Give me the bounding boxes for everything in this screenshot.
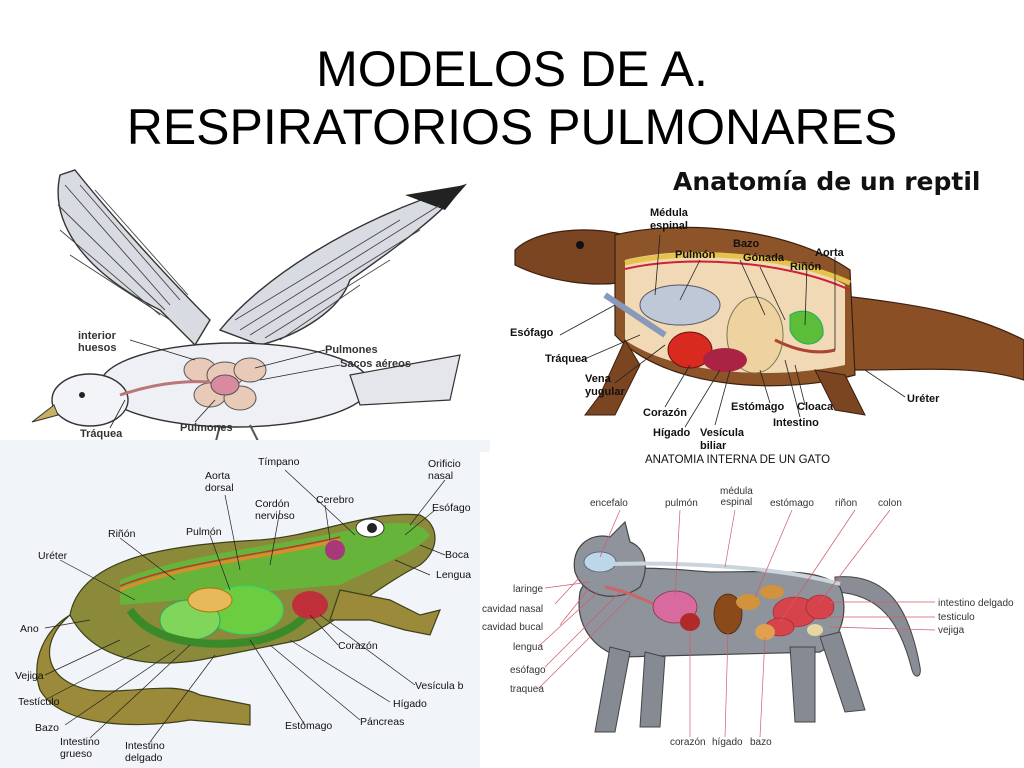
frog-label-cerebro: Cerebro [316, 494, 354, 506]
cat-label-intestino-delgado: intestino delgado [938, 598, 1014, 609]
reptile-kidney [789, 310, 824, 345]
reptile-label-gonada: Gónada [743, 252, 784, 264]
cat-label-cavidad-bucal: cavidad bucal [482, 622, 544, 633]
frog-label-vejiga: Vejiga [15, 670, 44, 682]
bird-diagram: interior huesos Pulmones Sacos aéreos Tr… [20, 160, 490, 445]
frog-label-corazon: Corazón [338, 640, 378, 652]
bird-left-wing [57, 169, 211, 347]
cat-label-colon: colon [878, 498, 902, 509]
frog-label-pulmon: Pulmón [186, 526, 222, 538]
reptile-diagram: Anatomía de un reptil [505, 165, 1024, 460]
frog-label-higado: Hígado [393, 698, 427, 710]
frog-label-intestino-delgado: Intestino delgado [125, 740, 165, 764]
cat-label-lengua: lengua [513, 642, 544, 653]
frog-label-ureter: Uréter [38, 550, 68, 562]
cat-label-estomago: estómago [770, 498, 814, 509]
reptile-label-traquea: Tráquea [545, 353, 588, 365]
cat-title: ANATOMIA INTERNA DE UN GATO [645, 454, 831, 466]
bird-left-wing-feathers [57, 184, 189, 321]
frog-label-bazo: Bazo [35, 722, 59, 734]
frog-label-ano: Ano [20, 623, 39, 635]
reptile-label-corazon: Corazón [643, 407, 687, 419]
reptile-label-ureter: Uréter [907, 393, 940, 405]
cat-stomach [736, 594, 760, 610]
frog-label-esofago: Esófago [432, 502, 471, 514]
cat-label-medula: médula espinal [720, 486, 753, 508]
cat-label-traquea: traquea [510, 684, 544, 695]
cat-label-vejiga: vejiga [938, 625, 965, 636]
cat-label-encefalo: encefalo [590, 498, 628, 509]
reptile-label-bazo: Bazo [733, 238, 760, 250]
cat-pointer-lines [537, 509, 936, 738]
reptile-illustration [514, 226, 1024, 428]
cat-label-bazo: bazo [750, 737, 772, 748]
reptile-label-medula: Médula espinal [650, 207, 688, 232]
frog-label-timpano: Tímpano [258, 456, 300, 468]
reptile-label-higado: Hígado [653, 427, 691, 439]
bird-label-traquea: Tráquea [80, 428, 123, 440]
reptile-heart [667, 331, 713, 369]
cat-label-higado: hígado [712, 737, 743, 748]
title-line-1: MODELOS DE A. [316, 41, 708, 97]
frog-label-aorta-dorsal: Aorta dorsal [205, 470, 234, 494]
cat-diagram: ANATOMIA INTERNA DE UN GATO [480, 452, 1024, 768]
cat-label-pulmon: pulmón [665, 498, 698, 509]
bird-label-pulmones-bottom: Pulmones [180, 422, 233, 434]
cat-illustration [537, 509, 936, 738]
cat-label-rinon: riñon [835, 498, 858, 509]
frog-label-rinon: Riñón [108, 528, 136, 540]
frog-label-orificio-nasal: Orificio nasal [428, 458, 461, 482]
bird-label-interior-huesos: interior huesos [78, 330, 117, 354]
reptile-lung [639, 284, 721, 326]
slide-title: MODELOS DE A. RESPIRATORIOS PULMONARES [0, 40, 1024, 156]
bird-illustration [31, 169, 468, 445]
reptile-label-aorta: Aorta [815, 247, 844, 259]
reptile-label-vesicula: Vesícula biliar [700, 427, 745, 452]
cat-label-corazon: corazón [670, 737, 706, 748]
reptile-tail [834, 294, 1024, 381]
frog-label-vesicula: Vesícula b [415, 680, 464, 692]
reptile-label-esofago: Esófago [510, 327, 554, 339]
frog-diagram: Tímpano Orificio nasal Aorta dorsal Cord… [0, 440, 490, 768]
bird-head [51, 373, 129, 427]
bird-air-sacs [183, 357, 267, 411]
cat-label-testiculo: testiculo [938, 612, 975, 623]
frog-label-boca: Boca [445, 549, 469, 561]
frog-label-intestino-grueso: Intestino grueso [60, 736, 100, 760]
reptile-label-cloaca: Cloaca [797, 401, 834, 413]
reptile-label-rinon: Riñón [790, 261, 822, 273]
cat-label-cavidad-nasal: cavidad nasal [482, 604, 544, 615]
frog-label-cordon-nervioso: Cordón nervioso [255, 498, 295, 522]
reptile-liver [703, 348, 747, 372]
frog-label-estomago: Estómago [285, 720, 333, 732]
cat-label-laringe: laringe [513, 584, 544, 595]
frog-label-testiculo: Testículo [18, 696, 60, 708]
cat-heart [680, 613, 700, 631]
reptile-label-vena-yugular: Vena yugular [585, 373, 625, 398]
reptile-title: Anatomía de un reptil [673, 167, 981, 196]
frog-label-lengua: Lengua [436, 569, 472, 581]
bird-label-sacos-aereos: Sacos aéreos [340, 358, 411, 370]
frog-illustration [36, 469, 446, 743]
reptile-label-intestino: Intestino [773, 417, 819, 429]
frog-label-pancreas: Páncreas [360, 716, 405, 728]
bird-label-pulmones-top: Pulmones [325, 344, 378, 356]
title-line-2: RESPIRATORIOS PULMONARES [126, 99, 898, 155]
bird-right-wing-feathers [234, 204, 441, 341]
reptile-label-pulmon: Pulmón [675, 249, 716, 261]
bird-right-wing [218, 183, 468, 346]
reptile-label-estomago: Estómago [731, 401, 785, 413]
bird-wingtip [405, 185, 465, 210]
cat-label-esofago: esófago [510, 665, 546, 676]
